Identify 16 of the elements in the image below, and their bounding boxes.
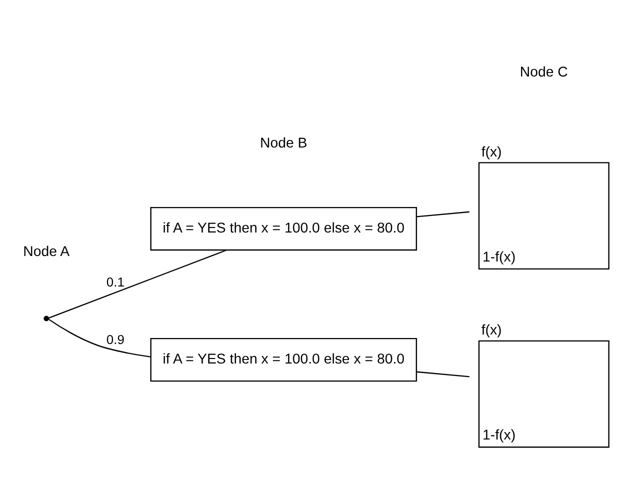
connector	[416, 211, 470, 218]
node-box: 1-f(x)	[478, 162, 610, 270]
connector	[48, 250, 227, 319]
node-label: f(x)	[481, 144, 502, 160]
node-point	[44, 316, 50, 322]
connector	[416, 371, 470, 378]
label: Node A	[23, 244, 70, 260]
node-box: if A = YES then x = 100.0 else x = 80.0	[150, 206, 417, 251]
label: Node B	[260, 135, 308, 152]
label: Node C	[520, 64, 568, 81]
connector	[48, 318, 150, 358]
edge-label: 0.9	[106, 332, 124, 348]
node-box: 1-f(x)	[478, 340, 610, 448]
node-label: f(x)	[481, 322, 502, 339]
edge-label: 0.1	[106, 274, 124, 290]
node-box: if A = YES then x = 100.0 else x = 80.0	[150, 338, 417, 382]
